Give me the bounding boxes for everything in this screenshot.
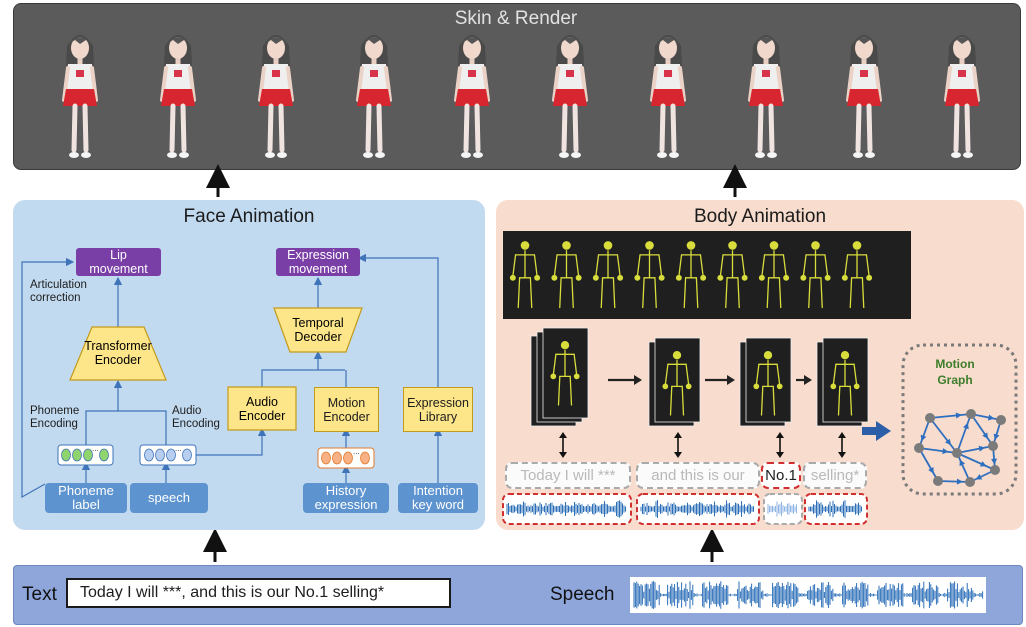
- temporal-decoder-label: Temporal Decoder: [292, 316, 344, 344]
- character-render: [846, 35, 882, 158]
- character-render: [356, 35, 392, 158]
- character-render: [650, 35, 686, 158]
- text-input: Today I will ***, and this is our No.1 s…: [66, 578, 451, 608]
- skin-render-title: Skin & Render: [454, 8, 578, 29]
- svg-text:...: ...: [353, 447, 360, 456]
- skeleton-frame: [717, 241, 748, 309]
- phoneme-encoding-label: Phoneme Encoding: [30, 405, 80, 430]
- face-animation-title: Face Animation: [183, 206, 315, 227]
- skeleton-frame: [592, 241, 624, 309]
- skeleton-frame: [800, 241, 831, 309]
- character-render: [748, 35, 784, 158]
- speech-segment: [502, 493, 632, 525]
- speech-box: speech: [130, 483, 208, 513]
- character-renders: [62, 35, 980, 158]
- character-render: [454, 35, 490, 158]
- motion-graph: [901, 343, 1018, 496]
- audio-encoding-label: Audio Encoding: [172, 405, 220, 430]
- svg-text:...: ...: [175, 444, 182, 453]
- skeleton-strip: [503, 231, 911, 319]
- skeleton-frame: [758, 241, 790, 309]
- speech-segment: [763, 493, 803, 525]
- lip-movement-box: Lip movement: [76, 248, 161, 276]
- motion-clip-stack: [530, 327, 589, 427]
- clip-sequence-arrows: [608, 375, 812, 385]
- alignment-arrows: [559, 432, 846, 458]
- motion-encoder-box: Motion Encoder: [314, 387, 379, 432]
- motion-clip-stack: [739, 337, 792, 427]
- history-expression-box: History expression: [303, 483, 389, 513]
- segment-4: selling*: [803, 462, 867, 489]
- expression-library-box: Expression Library: [403, 387, 473, 432]
- audio-encoder-shape: [227, 386, 297, 431]
- segment-2: and this is our: [636, 462, 760, 489]
- motion-clip-stack: [816, 337, 869, 427]
- character-render: [258, 35, 294, 158]
- character-render: [160, 35, 196, 158]
- temporal-decoder-shape: [273, 307, 363, 353]
- speech-segment: [636, 493, 760, 525]
- audio-encoder-label: Audio Encoder: [238, 395, 286, 423]
- segment-3: No.1: [761, 462, 801, 489]
- character-render: [944, 35, 980, 158]
- motion-clip-stack: [648, 337, 701, 427]
- character-render: [552, 35, 588, 158]
- articulation-correction-label: Articulation correction: [30, 279, 87, 304]
- body-animation-title: Body Animation: [693, 206, 827, 227]
- speech-label: Speech: [550, 584, 615, 605]
- transformer-encoder-label: Transformer Encoder: [84, 339, 152, 367]
- text-label: Text: [22, 584, 57, 605]
- intention-keyword-box: Intention key word: [398, 483, 478, 513]
- transformer-encoder-shape: [69, 326, 167, 381]
- skeleton-frame: [841, 241, 873, 309]
- to-motion-graph-arrow: [862, 421, 891, 441]
- character-render: [62, 35, 98, 158]
- segment-1: Today I will ***: [505, 462, 631, 489]
- motion-graph-title: Motion Graph: [935, 357, 975, 387]
- svg-text:...: ...: [92, 444, 99, 453]
- speech-segment: [804, 493, 868, 525]
- skeleton-frame: [509, 241, 541, 309]
- skeleton-frame: [634, 241, 665, 309]
- skeleton-frame: [675, 241, 707, 309]
- expression-movement-box: Expression movement: [276, 248, 360, 276]
- phoneme-label-box: Phoneme label: [45, 483, 127, 513]
- skeleton-frame: [551, 241, 582, 309]
